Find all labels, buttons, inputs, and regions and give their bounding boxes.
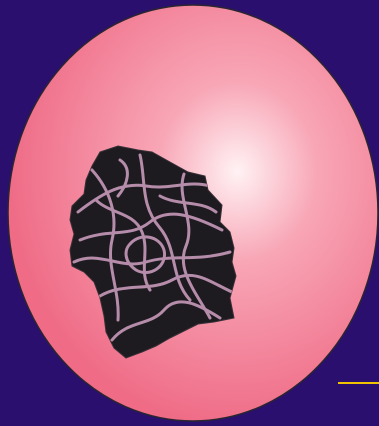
cell-diagram [0, 0, 379, 426]
cell-illustration-canvas [0, 0, 379, 426]
